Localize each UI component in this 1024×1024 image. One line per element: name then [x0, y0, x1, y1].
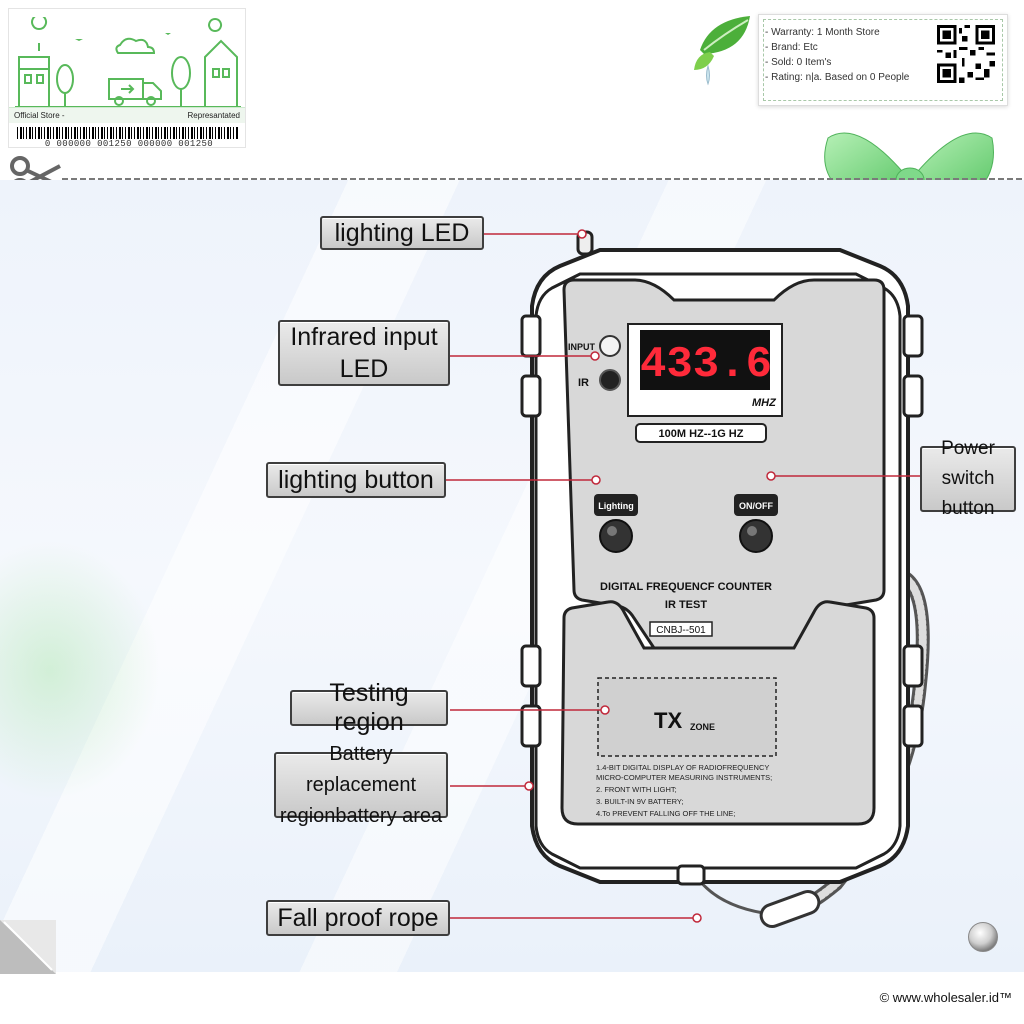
callout-lighting-button: lighting button	[266, 462, 446, 498]
note-4: 3. BUILT-IN 9V BATTERY;	[596, 797, 683, 806]
qr-code-icon	[937, 25, 995, 83]
product-info-card: - Warranty: 1 Month Store - Brand: Etc -…	[758, 14, 1008, 106]
zone-label: ZONE	[690, 722, 715, 732]
barcode-number: 0 000000 001250 000000 001250	[44, 139, 214, 149]
frequency-range: 100M HZ--1G HZ	[659, 428, 744, 440]
store-right-label: Represantated	[187, 111, 240, 120]
callout-power-switch: Power switch button	[920, 438, 1016, 519]
store-left-label: Official Store -	[14, 111, 65, 120]
ir-label: IR	[578, 377, 589, 389]
lighting-button-label: Lighting	[598, 501, 634, 511]
input-label: INPUT	[568, 342, 596, 352]
device-title-line2: IR TEST	[665, 599, 707, 611]
callout-battery-area: Battery replacement regionbattery area	[274, 743, 448, 827]
note-3: 2. FRONT WITH LIGHT;	[596, 785, 677, 794]
tx-label: TX	[654, 708, 682, 733]
frequency-counter-device: 433.6 MHZ INPUT IR 100M HZ--1G HZ Lighti…	[520, 230, 930, 928]
store-card: Official Store - Represantated 0 000000 …	[8, 8, 246, 149]
note-5: 4.To PREVENT FALLING OFF THE LINE;	[596, 809, 735, 818]
callout-fall-proof-rope: Fall proof rope	[266, 900, 450, 936]
store-strip: Official Store - Represantated	[9, 107, 245, 123]
note-2: MICRO-COMPUTER MEASURING INSTRUMENTS;	[596, 773, 772, 782]
warranty-text: - Warranty: 1 Month Store	[765, 27, 880, 38]
cut-line	[62, 178, 1022, 181]
sold-text: - Sold: 0 Item's	[765, 57, 832, 68]
rating-text: - Rating: n|a. Based on 0 People	[765, 72, 910, 83]
infrared-input-led	[599, 335, 621, 357]
leaf-icon	[694, 16, 750, 86]
callout-testing-region: Testing region	[290, 679, 448, 736]
onoff-button-label: ON/OFF	[739, 501, 773, 511]
product-info-lines: - Warranty: 1 Month Store - Brand: Etc -…	[765, 25, 909, 85]
display-unit: MHZ	[752, 397, 777, 409]
device-title-line1: DIGITAL FREQUENCF COUNTER	[600, 581, 772, 593]
page-curl-icon	[0, 920, 56, 974]
note-1: 1.4-BIT DIGITAL DISPLAY OF RADIOFREQUENC…	[596, 763, 769, 772]
callout-infrared-input-led: Infrared input LED	[278, 320, 450, 386]
barcode	[17, 127, 239, 139]
callout-lighting-led: lighting LED	[320, 216, 484, 250]
screw-icon	[968, 922, 998, 952]
display-readout: 433.6	[640, 340, 772, 390]
brand-text: - Brand: Etc	[765, 42, 818, 53]
ir-led	[599, 369, 621, 391]
copyright-text: © www.wholesaler.id™	[879, 990, 1012, 1005]
model-label: CNBJ--501	[656, 625, 706, 636]
